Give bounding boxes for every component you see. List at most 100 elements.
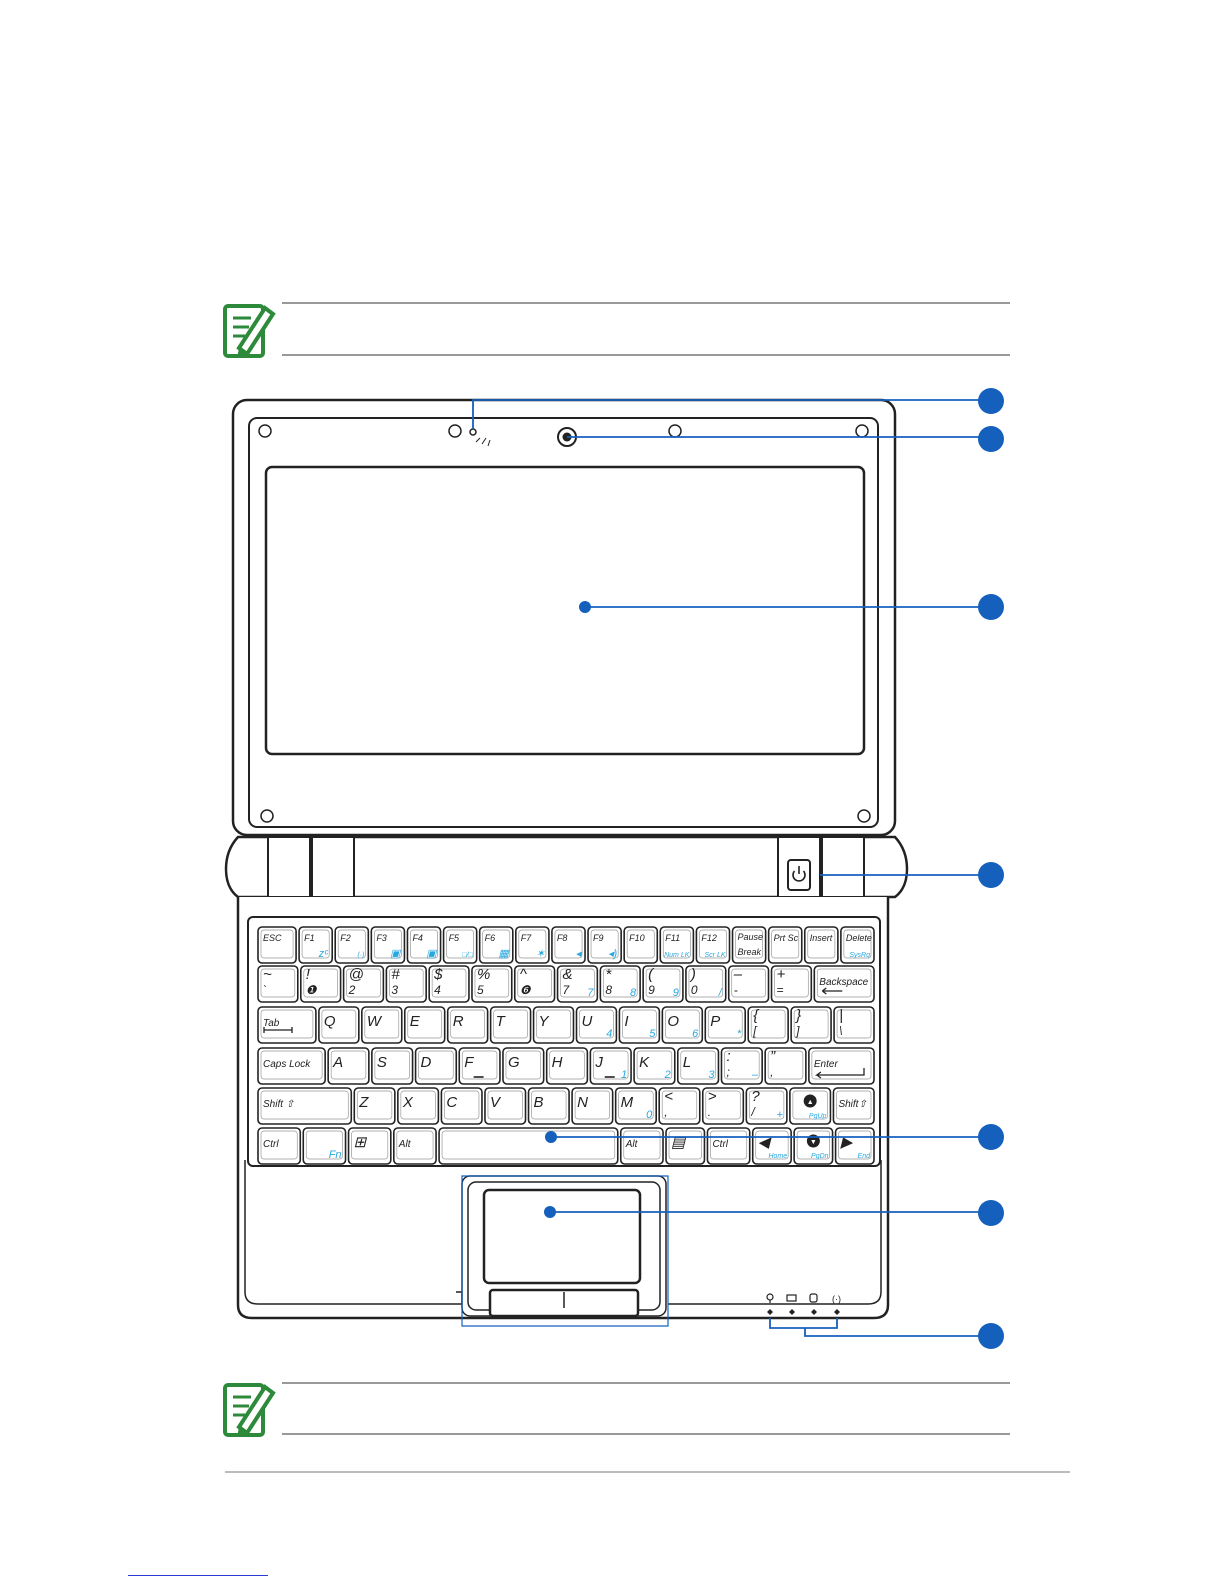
key[interactable]: @2 [342, 965, 385, 1003]
key-label: ESC [263, 933, 282, 943]
key[interactable]: Tab [257, 1006, 317, 1044]
key[interactable]: O6 [661, 1006, 704, 1044]
key[interactable]: Shift⇧ [832, 1087, 875, 1125]
key[interactable]: F6▦ [478, 926, 514, 964]
key[interactable]: ~` [257, 965, 299, 1003]
key[interactable]: Enter [808, 1047, 875, 1085]
key-label: J [594, 1054, 603, 1071]
key[interactable]: F5□/□ [442, 926, 478, 964]
key[interactable]: ▶End [834, 1127, 875, 1165]
key[interactable]: !❶ [299, 965, 342, 1003]
key[interactable]: W [361, 1006, 403, 1044]
key[interactable]: F3▣ [370, 926, 406, 964]
touchpad-surface[interactable] [482, 1188, 642, 1285]
key[interactable]: F4▣ [406, 926, 442, 964]
key[interactable]: F7✶ [515, 926, 550, 964]
key[interactable]: ▲PgUp [789, 1087, 832, 1125]
key[interactable]: }] [790, 1006, 832, 1044]
key[interactable]: J1 [589, 1047, 632, 1085]
key[interactable]: Alt [619, 1127, 664, 1165]
key[interactable]: R [446, 1006, 489, 1044]
key-secondary-label: Scr LK [705, 952, 726, 959]
key-label: Ctrl [263, 1139, 279, 1150]
power-button[interactable] [787, 859, 811, 891]
key[interactable]: I5 [618, 1006, 661, 1044]
key-label: G [508, 1054, 520, 1071]
key[interactable]: –- [727, 965, 770, 1003]
key[interactable]: %5 [471, 965, 513, 1003]
key[interactable]: F10 [623, 926, 659, 964]
key[interactable]: T [489, 1006, 532, 1044]
key[interactable]: B [527, 1087, 570, 1125]
key-label: > [708, 1088, 717, 1105]
key[interactable]: += [770, 965, 813, 1003]
key[interactable]: U4 [575, 1006, 618, 1044]
key[interactable]: G [502, 1047, 545, 1085]
key[interactable]: N [571, 1087, 614, 1125]
key-label: I [624, 1013, 628, 1030]
callout-bracket-indicators [769, 1318, 985, 1337]
key[interactable]: F9◂) [587, 926, 622, 964]
key[interactable]: X [397, 1087, 440, 1125]
key[interactable]: F2(·) [334, 926, 370, 964]
key[interactable]: A [327, 1047, 370, 1085]
key[interactable]: Shift ⇧ [257, 1087, 353, 1125]
key[interactable]: E [403, 1006, 446, 1044]
key[interactable]: ESC [257, 926, 297, 964]
key-secondary-label: – [751, 1069, 759, 1081]
power-led-icon [766, 1293, 774, 1303]
key[interactable]: L3 [676, 1047, 720, 1085]
key[interactable]: F8◂ [551, 926, 586, 964]
key-label: ( [648, 966, 655, 983]
key[interactable]: >. [701, 1087, 745, 1125]
key[interactable]: ^❻ [513, 965, 556, 1003]
key[interactable]: Prt Sc [767, 926, 803, 964]
key[interactable]: Q [318, 1006, 360, 1044]
key[interactable]: P* [704, 1006, 747, 1044]
key[interactable]: ”, [764, 1047, 807, 1085]
key[interactable]: Z [353, 1087, 396, 1125]
key[interactable]: Ctrl [257, 1127, 302, 1165]
key[interactable]: Backspace [813, 965, 875, 1003]
key[interactable]: ⊞ [347, 1127, 392, 1165]
key[interactable]: S [371, 1047, 414, 1085]
key[interactable]: Fn [302, 1127, 347, 1165]
key[interactable]: :;– [720, 1047, 763, 1085]
key[interactable]: |\ [833, 1006, 875, 1044]
key[interactable]: #3 [385, 965, 427, 1003]
key-label: * [605, 966, 612, 983]
key[interactable]: M0 [614, 1087, 658, 1125]
key[interactable]: ◀Home [751, 1127, 792, 1165]
key[interactable]: D [414, 1047, 458, 1085]
key[interactable]: V [484, 1087, 527, 1125]
key[interactable]: Ctrl [706, 1127, 751, 1165]
key-label: Y [539, 1013, 550, 1030]
key[interactable]: Insert [803, 926, 839, 964]
key-label-lower: ; [726, 1065, 729, 1079]
key[interactable]: )0/ [685, 965, 727, 1003]
key[interactable]: K2 [633, 1047, 676, 1085]
key[interactable]: ▤ [665, 1127, 706, 1165]
key[interactable]: ?/+ [745, 1087, 788, 1125]
key[interactable]: Y [532, 1006, 575, 1044]
key-glyph: ▲ [807, 1099, 814, 1106]
key[interactable]: Caps Lock [257, 1047, 326, 1085]
key[interactable]: H [545, 1047, 589, 1085]
key[interactable]: Alt [393, 1127, 437, 1165]
key[interactable]: F [458, 1047, 501, 1085]
key[interactable]: $4 [428, 965, 470, 1003]
key[interactable]: ▼PgDn [793, 1127, 834, 1165]
key[interactable]: <, [658, 1087, 701, 1125]
key[interactable]: {[ [747, 1006, 789, 1044]
key[interactable] [438, 1127, 619, 1165]
touchpad[interactable] [461, 1175, 667, 1318]
key[interactable]: C [440, 1087, 483, 1125]
